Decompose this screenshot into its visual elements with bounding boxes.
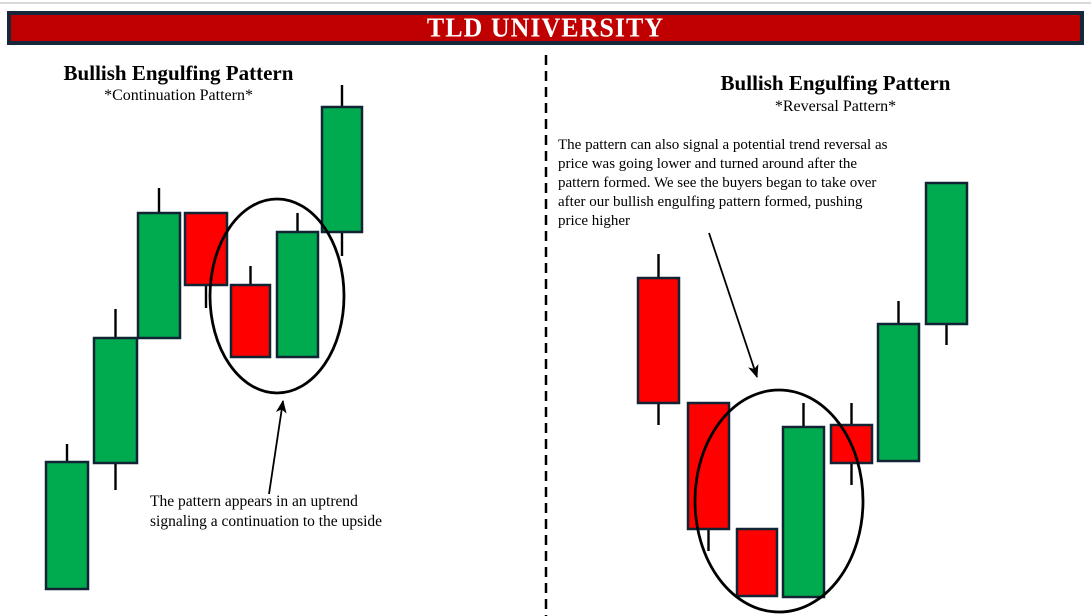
annotation-arrow xyxy=(708,232,759,379)
candle-body-bearish xyxy=(735,527,779,598)
candle-body-bullish xyxy=(275,230,320,359)
pattern-highlight-ellipse xyxy=(693,388,865,614)
top-rule xyxy=(0,2,1091,4)
candle-body-bullish xyxy=(876,322,921,463)
candle-body-bullish xyxy=(136,211,182,340)
header-banner: TLD UNIVERSITY xyxy=(7,11,1084,45)
candle-body-bearish xyxy=(229,283,272,359)
candle-body-bearish xyxy=(636,276,681,405)
paragraph-line: price higher xyxy=(558,213,631,229)
candle-body-bullish xyxy=(781,425,826,599)
candle-body-bullish xyxy=(92,336,139,465)
candle-body-bearish xyxy=(686,401,731,531)
paragraph-line: price was going lower and turned around … xyxy=(558,156,858,172)
right-panel-title: Bullish Engulfing Pattern xyxy=(720,71,951,95)
paragraph-line: pattern formed. We see the buyers began … xyxy=(558,175,877,191)
pattern-highlight-ellipse xyxy=(208,197,346,395)
left-panel-caption: The pattern appears in an uptrend signal… xyxy=(150,492,382,531)
left-panel-title: Bullish Engulfing Pattern xyxy=(63,61,294,85)
candle-body-bearish xyxy=(183,211,229,287)
candle-body-bullish xyxy=(924,181,969,326)
paragraph-line: after our bullish engulfing pattern form… xyxy=(558,194,863,210)
paragraph-line: The pattern can also signal a potential … xyxy=(558,137,888,153)
candle-body-bullish xyxy=(44,460,90,591)
caption-line: signaling a continuation to the upside xyxy=(150,512,383,530)
left-panel-subtitle: *Continuation Pattern* xyxy=(104,87,253,104)
header-title: TLD UNIVERSITY xyxy=(426,12,665,43)
caption-line: The pattern appears in an uptrend xyxy=(150,493,358,510)
candle-body-bullish xyxy=(320,105,364,234)
right-panel-paragraph: The pattern can also signal a potential … xyxy=(558,136,978,231)
annotation-arrow xyxy=(268,399,287,495)
right-panel-subtitle: *Reversal Pattern* xyxy=(774,98,897,115)
